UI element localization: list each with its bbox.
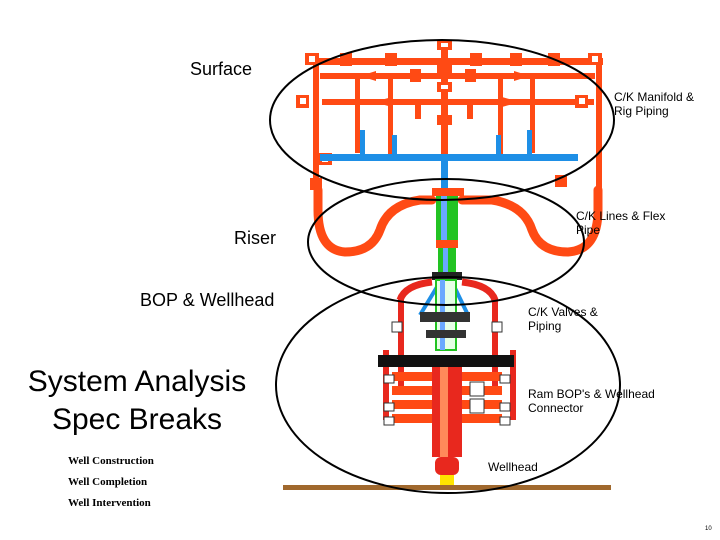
riser-column (432, 188, 464, 280)
riser-ellipse (307, 178, 585, 306)
title-line-2: Spec Breaks (51, 403, 223, 436)
surface-ellipse (269, 39, 615, 201)
list-item: Well Completion (68, 476, 148, 488)
ground-line (283, 485, 611, 490)
list-item: Well Intervention (68, 497, 151, 509)
ck-lines-label: C/K Lines & Flex Pipe (576, 209, 666, 237)
ck-manifold-piping (296, 40, 603, 190)
ck-manifold-label: C/K Manifold & Rig Piping (614, 90, 695, 118)
page-number: 10 (705, 526, 712, 532)
riser-label: Riser (234, 228, 277, 248)
ck-valves-piping (383, 278, 516, 420)
title-line-1: System Analysis (27, 365, 247, 398)
ck-valves-label: C/K Valves & Piping (528, 305, 598, 333)
ram-bop-stack (378, 355, 514, 485)
ram-bop-label: Ram BOP's & Wellhead Connector (528, 387, 655, 415)
bop-wellhead-label: BOP & Wellhead (140, 290, 275, 310)
flex-pipe-loops (313, 185, 603, 257)
system-analysis-title: System Analysis Spec Breaks (8, 363, 266, 439)
list-item: Well Construction (68, 455, 154, 467)
surface-blue-lines (320, 130, 578, 191)
surface-label: Surface (190, 59, 253, 79)
bop-wellhead-ellipse (275, 276, 621, 494)
wellhead-label: Wellhead (488, 460, 538, 474)
